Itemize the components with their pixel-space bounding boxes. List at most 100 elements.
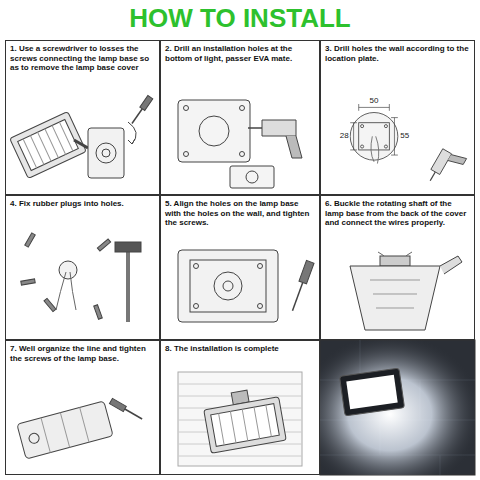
lamp-head <box>10 112 87 179</box>
drill <box>430 172 435 181</box>
light-glow <box>320 340 475 475</box>
step-text: 8. The installation is complete <box>161 341 319 354</box>
step-text: 1. Use a screwdriver to losses the screw… <box>6 41 159 73</box>
lamp-head <box>10 112 87 179</box>
rubber-plug <box>94 305 103 320</box>
arrow-head <box>128 139 135 144</box>
screwdriver <box>292 282 302 310</box>
rotating-shaft <box>380 256 410 266</box>
step-panel: 7. Well organize the line and tighten th… <box>5 340 160 475</box>
rubber-plug <box>21 279 35 285</box>
base-inner <box>190 260 266 312</box>
bricks <box>178 384 302 456</box>
plate-square <box>359 123 390 150</box>
lamp-base <box>178 100 250 162</box>
rubber-plug <box>97 239 110 251</box>
photo-lamp <box>346 375 397 409</box>
base-ring <box>199 116 229 146</box>
location-plate <box>350 113 398 161</box>
step3-illustration <box>350 104 466 191</box>
screw <box>258 264 263 269</box>
eva-mat <box>230 166 274 188</box>
lamp-base <box>88 128 124 178</box>
hole <box>384 145 387 148</box>
page-title: HOW TO INSTALL <box>0 5 480 31</box>
photo-ground <box>320 340 475 475</box>
step2-illustration <box>178 100 302 188</box>
finished-photo <box>320 340 475 475</box>
step-panel: 1. Use a screwdriver to losses the screw… <box>5 40 160 195</box>
screwdriver <box>109 398 143 421</box>
hole <box>384 125 387 128</box>
wall-hole <box>59 261 77 279</box>
hole <box>240 106 245 111</box>
step8-illustration <box>178 372 302 466</box>
step5-illustration <box>178 250 314 322</box>
step1-illustration <box>10 96 153 179</box>
wires <box>371 136 379 163</box>
screwdriver <box>125 409 142 419</box>
rubber-plug <box>25 233 35 247</box>
step7-illustration <box>17 398 144 459</box>
drill <box>248 127 262 129</box>
wires <box>56 272 76 310</box>
dimension-label: 55 <box>399 132 410 140</box>
step-panel: 3. Drill holes the wall according to the… <box>320 40 475 195</box>
lamp-head <box>23 122 73 168</box>
lamp-head <box>18 120 79 171</box>
screwdriver <box>109 398 126 411</box>
mat-hole <box>246 171 258 183</box>
hole <box>361 125 364 128</box>
hole <box>361 145 364 148</box>
dimension-label: 28 <box>339 132 350 140</box>
drill <box>248 120 302 158</box>
step-panel: 2. Drill an installation holes at the bo… <box>160 40 320 195</box>
step-text: 4. Fix rubber plugs into holes. <box>6 196 159 209</box>
installed-lamp <box>202 385 287 453</box>
drill <box>431 149 452 175</box>
lamp-side <box>17 401 113 459</box>
lamp-side <box>17 401 113 459</box>
screw <box>194 304 199 309</box>
lamp-base <box>178 250 278 322</box>
step4-illustration <box>21 233 141 322</box>
step-panel: 4. Fix rubber plugs into holes. <box>5 195 160 340</box>
lamp-back <box>350 266 440 330</box>
drill <box>286 136 302 158</box>
lamp-side <box>28 432 40 444</box>
installed-lamp <box>211 404 280 447</box>
hole <box>184 152 189 157</box>
base-ring <box>96 143 116 163</box>
screwdriver <box>299 260 314 283</box>
step-panel: 6. Buckle the rotating shaft of the lamp… <box>320 195 475 340</box>
step-text: 3. Drill holes the wall according to the… <box>321 41 474 63</box>
lamp-side <box>41 407 89 452</box>
screw <box>258 304 263 309</box>
dimension-label: 50 <box>369 97 380 105</box>
hole <box>240 152 245 157</box>
drill <box>448 151 467 168</box>
base-hole <box>223 281 233 291</box>
step-text: 2. Drill an installation holes at the bo… <box>161 41 319 63</box>
step6-illustration <box>350 252 462 330</box>
step-text: 7. Well organize the line and tighten th… <box>6 341 159 363</box>
screwdriver <box>289 260 314 312</box>
dimension-line <box>391 118 398 155</box>
photo-lamp <box>340 368 405 416</box>
base-hole <box>102 149 110 157</box>
base-ring <box>214 272 242 300</box>
installed-lamp <box>219 405 272 445</box>
bracket-tab <box>440 256 462 274</box>
screwdriver <box>132 109 142 124</box>
drill <box>262 120 296 136</box>
dimension-line <box>359 104 390 111</box>
step-panel: 5. Align the holes on the lamp base with… <box>160 195 320 340</box>
dimension-line <box>350 123 357 150</box>
stone-wall <box>320 340 475 475</box>
hammer-head <box>115 242 141 252</box>
photo-lamp <box>340 368 405 416</box>
hammer-handle <box>126 250 130 322</box>
step-text: 6. Buckle the rotating shaft of the lamp… <box>321 196 474 228</box>
step-text: 5. Align the holes on the lamp base with… <box>161 196 319 228</box>
